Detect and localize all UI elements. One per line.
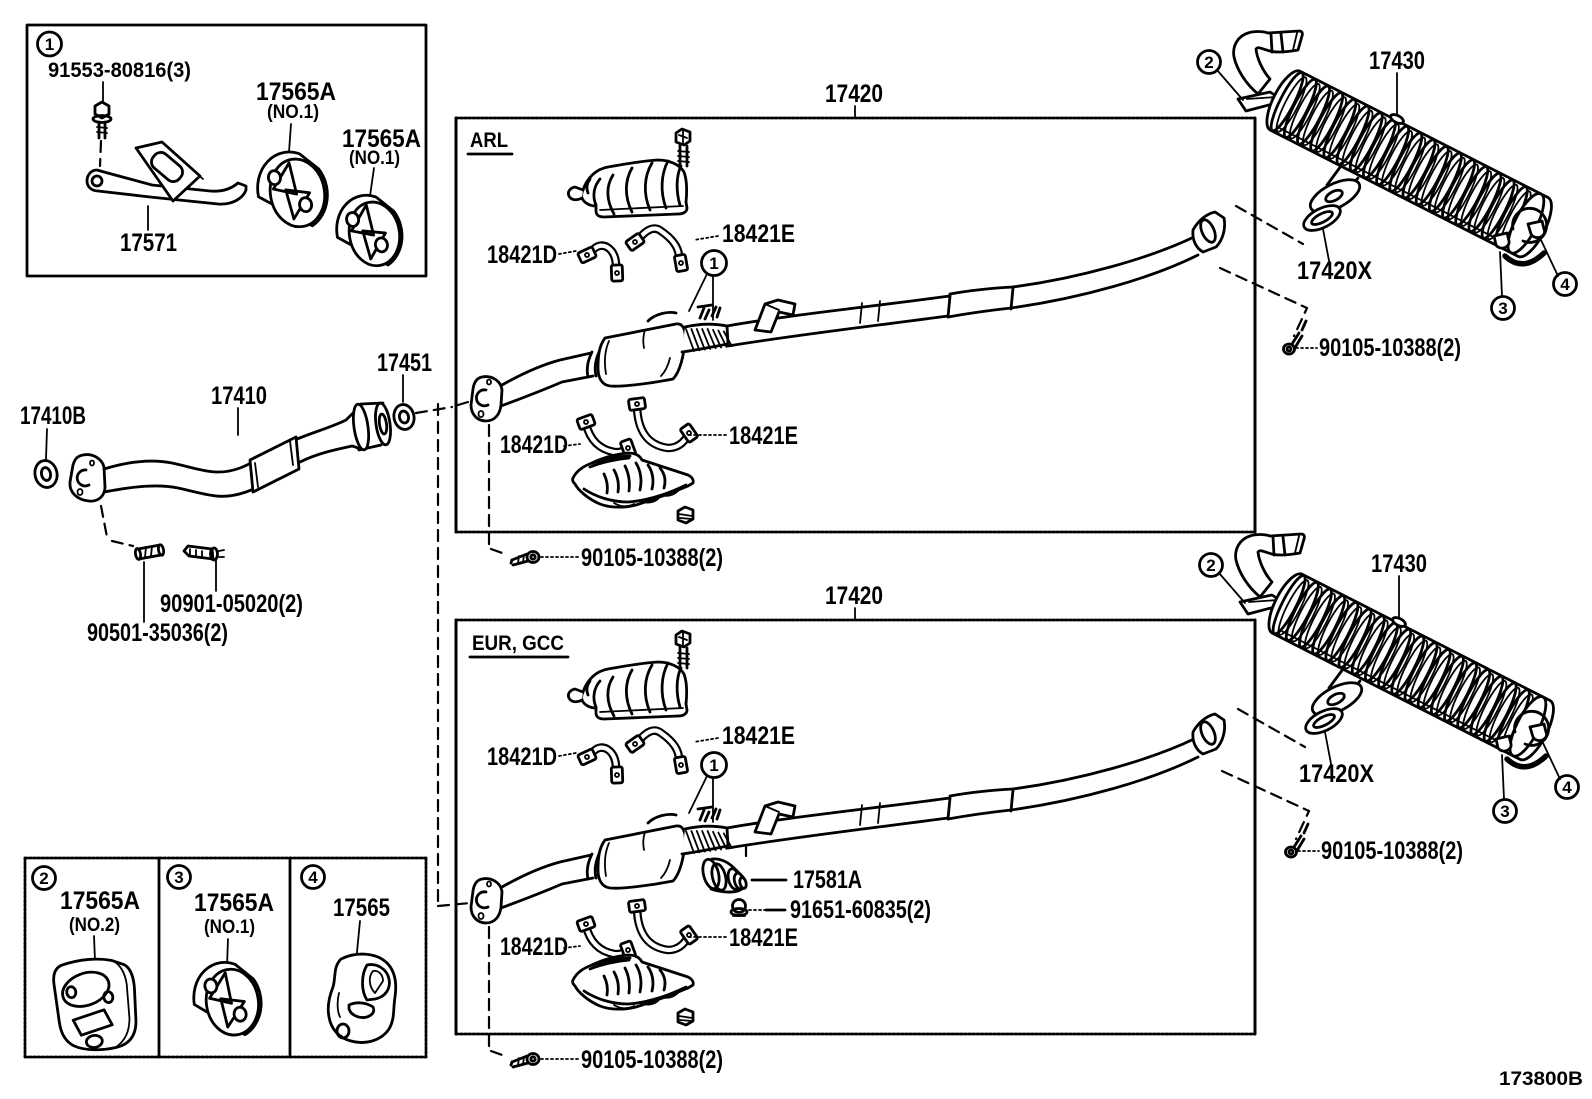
svg-text:(NO.1): (NO.1) [267,102,319,123]
svg-text:1: 1 [45,35,54,54]
svg-text:17430: 17430 [1369,47,1425,75]
svg-text:18421D: 18421D [487,241,557,269]
svg-text:18421D: 18421D [500,431,568,459]
svg-text:90901-05020(2): 90901-05020(2) [160,590,303,618]
svg-text:90501-35036(2): 90501-35036(2) [87,619,228,647]
svg-text:17581A: 17581A [793,866,862,894]
svg-text:2: 2 [1204,53,1213,72]
svg-text:18421E: 18421E [722,220,795,248]
svg-text:ARL: ARL [470,129,508,152]
svg-text:17565A: 17565A [194,889,274,917]
svg-text:17420X: 17420X [1297,257,1372,285]
svg-text:EUR, GCC: EUR, GCC [472,632,564,655]
svg-text:3: 3 [174,868,183,887]
svg-text:(NO.1): (NO.1) [349,148,400,169]
svg-text:17565A: 17565A [60,887,140,915]
svg-text:173800B: 173800B [1499,1069,1583,1090]
svg-text:17410: 17410 [211,382,267,410]
svg-text:4: 4 [308,868,318,887]
svg-text:18421E: 18421E [729,422,798,450]
svg-text:17565: 17565 [333,894,390,922]
svg-text:17565A: 17565A [256,78,336,106]
svg-text:1: 1 [709,254,718,273]
svg-text:(NO.1): (NO.1) [204,917,255,938]
svg-text:17420: 17420 [825,80,883,108]
svg-text:17571: 17571 [120,229,177,257]
svg-text:2: 2 [39,869,48,888]
svg-text:90105-10388(2): 90105-10388(2) [581,544,723,572]
svg-text:17565A: 17565A [342,125,421,153]
svg-text:91651-60835(2): 91651-60835(2) [790,896,931,924]
svg-text:17410B: 17410B [20,402,86,430]
svg-text:(NO.2): (NO.2) [69,915,120,936]
svg-text:4: 4 [1560,275,1570,294]
svg-text:91553-80816(3): 91553-80816(3) [48,59,191,82]
svg-text:3: 3 [1498,299,1507,318]
svg-text:90105-10388(2): 90105-10388(2) [1319,334,1461,362]
svg-text:17451: 17451 [377,349,432,377]
